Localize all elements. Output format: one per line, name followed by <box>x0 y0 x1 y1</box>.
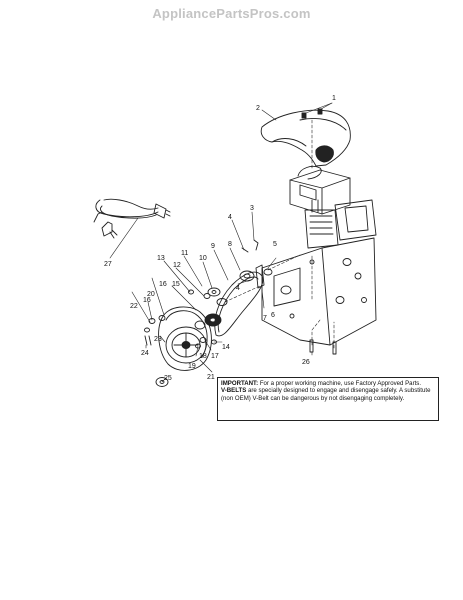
callout-11: 11 <box>181 250 188 257</box>
callout-22: 22 <box>130 303 138 310</box>
callout-4: 4 <box>228 214 232 221</box>
callout-16: 16 <box>159 281 167 288</box>
callout-25: 25 <box>164 375 172 382</box>
belt-cover-part <box>260 109 351 167</box>
callout-24: 24 <box>141 350 149 357</box>
callout-14: 14 <box>222 344 230 351</box>
callout-2: 2 <box>256 105 260 112</box>
auger-pulley <box>165 326 207 364</box>
callout-15: 15 <box>172 281 180 288</box>
callout-23: 23 <box>154 336 162 343</box>
callout-10: 10 <box>199 255 207 262</box>
callout-27: 27 <box>104 261 112 268</box>
callout-17: 17 <box>211 353 219 360</box>
engine-assembly <box>289 165 377 249</box>
callout-13: 13 <box>157 255 165 262</box>
callout-16b: 16 <box>143 297 151 304</box>
callout-18: 18 <box>199 353 207 360</box>
extension-cord <box>93 198 171 239</box>
engine-pulley-parts <box>239 239 273 289</box>
callout-9: 9 <box>211 243 215 250</box>
idler-parts <box>194 287 228 330</box>
watermark: AppliancePartsPros.com <box>152 6 311 21</box>
callout-1: 1 <box>332 95 336 102</box>
alignment-lines <box>224 119 335 349</box>
callout-5: 5 <box>273 241 277 248</box>
important-text: For a proper working machine, use Factor… <box>258 380 422 387</box>
callout-7: 7 <box>263 315 267 322</box>
important-label: IMPORTANT: <box>221 380 259 387</box>
important-notice-box: IMPORTANT: For a proper working machine,… <box>217 377 439 421</box>
callout-26: 26 <box>302 359 310 366</box>
callout-19: 19 <box>188 363 196 370</box>
frame-plate <box>261 237 377 346</box>
vbelts-text: are specially designed to engage and dis… <box>221 387 431 402</box>
vbelts-label: V-BELTS <box>221 387 247 395</box>
bolts <box>301 108 337 355</box>
callout-3: 3 <box>250 205 254 212</box>
callout-labels: 1 2 3 4 5 6 7 8 9 10 11 12 13 14 15 16 1… <box>104 95 336 382</box>
callout-12: 12 <box>173 262 181 269</box>
callout-4b: 4 <box>236 285 240 292</box>
leader-lines <box>109 102 333 383</box>
callout-20: 20 <box>147 291 155 298</box>
callout-8: 8 <box>228 241 232 248</box>
callout-6: 6 <box>271 312 275 319</box>
callout-21: 21 <box>207 374 215 381</box>
